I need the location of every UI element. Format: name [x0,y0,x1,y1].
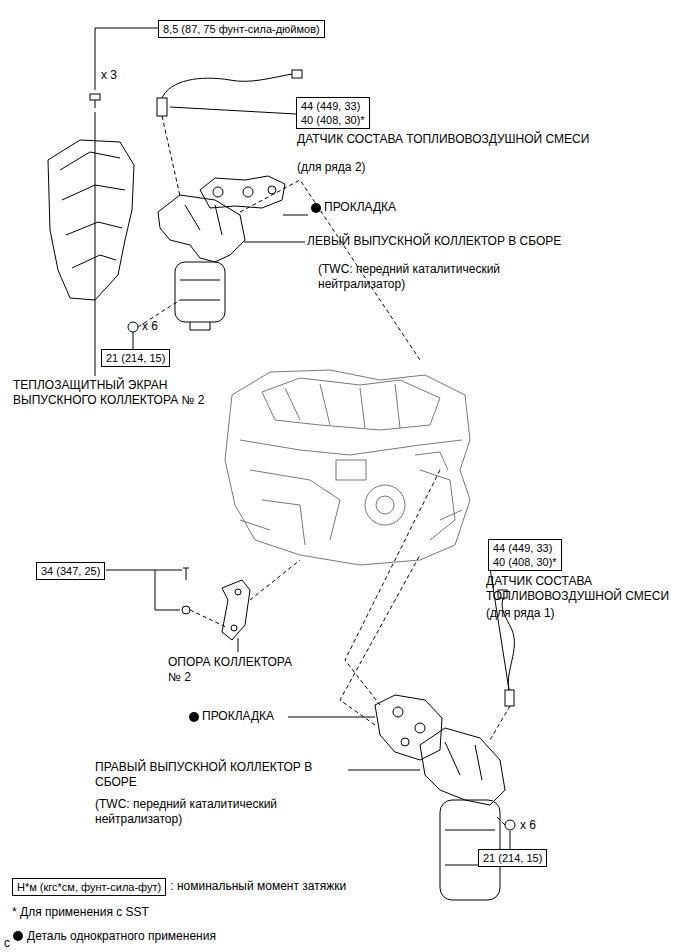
nut [128,322,138,332]
part-name: ДАТЧИК СОСТАВА ТОПЛИВОВОЗДУШНОЙ СМЕСИ [486,574,686,604]
part-name: ОПОРА КОЛЛЕКТОРА № 2 [168,655,308,685]
torque-box: 44 (449, 33)40 (408, 30)* [296,97,370,129]
quantity: x 6 [520,818,560,833]
part-note: (для ряда 1) [486,606,636,621]
manifold-stay [182,568,250,640]
alignment-lines [138,116,510,825]
part-name: ТЕПЛОЗАЩИТНЫЙ ЭКРАН ВЫПУСКНОГО КОЛЛЕКТОР… [13,378,225,408]
torque-value: 21 (214, 15) [483,851,542,865]
torque-value: Н*м (кгс*см, фунт-сила-фут) [17,880,161,894]
part-name: ДАТЧИК СОСТАВА ТОПЛИВОВОЗДУШНОЙ СМЕСИ [297,132,687,147]
part-note: (TWC: передний каталитический нейтрализа… [95,797,310,827]
bolt [90,94,100,108]
torque-value: 44 (449, 33) [301,99,365,113]
nut [505,820,515,830]
air-fuel-sensor [157,70,302,116]
torque-box: 8,5 (87, 75 фунт-сила-дюймов) [158,20,325,38]
torque-box: 34 (347, 25) [36,562,105,580]
part-note: (для ряда 2) [297,160,497,175]
note: * Для применения с SST [12,905,312,920]
torque-box: 21 (214, 15) [478,849,547,867]
part-name: ПРОКЛАДКА [202,709,322,724]
part-name: ПРОКЛАДКА [324,200,474,215]
figure-code: c [4,936,24,951]
part-name: ПРАВЫЙ ВЫПУСКНОЙ КОЛЛЕКТОР В СБОРЕ [95,760,345,790]
quantity: x 3 [101,68,141,83]
torque-box: Н*м (кгс*см, фунт-сила-фут) [12,878,166,896]
left-manifold [158,195,245,330]
torque-value: 34 (347, 25) [41,564,100,578]
torque-value: 8,5 (87, 75 фунт-сила-дюймов) [163,22,320,36]
torque-value: 44 (449, 33) [493,541,557,555]
part-note: (TWC: передний каталитический нейтрализа… [318,262,533,292]
quantity: x 6 [142,319,182,334]
torque-box: 44 (449, 33)40 (408, 30)* [488,539,562,571]
single-use-mark [13,203,321,941]
legend-text: : номинальный момент затяжки [170,879,346,894]
part-name: ЛЕВЫЙ ВЫПУСКНОЙ КОЛЛЕКТОР В СБОРЕ [307,234,687,249]
torque-value: 40 (408, 30)* [493,555,557,569]
gasket [375,695,442,760]
torque-value: 21 (214, 15) [106,351,165,365]
torque-value: 40 (408, 30)* [301,113,365,127]
right-manifold [420,728,505,900]
leader-lines [95,28,510,849]
engine-drawing [225,370,470,565]
heat-shield [48,140,134,300]
torque-box: 21 (214, 15) [101,349,170,367]
legend-text: Деталь однократного применения [27,929,216,944]
gasket [200,176,285,208]
